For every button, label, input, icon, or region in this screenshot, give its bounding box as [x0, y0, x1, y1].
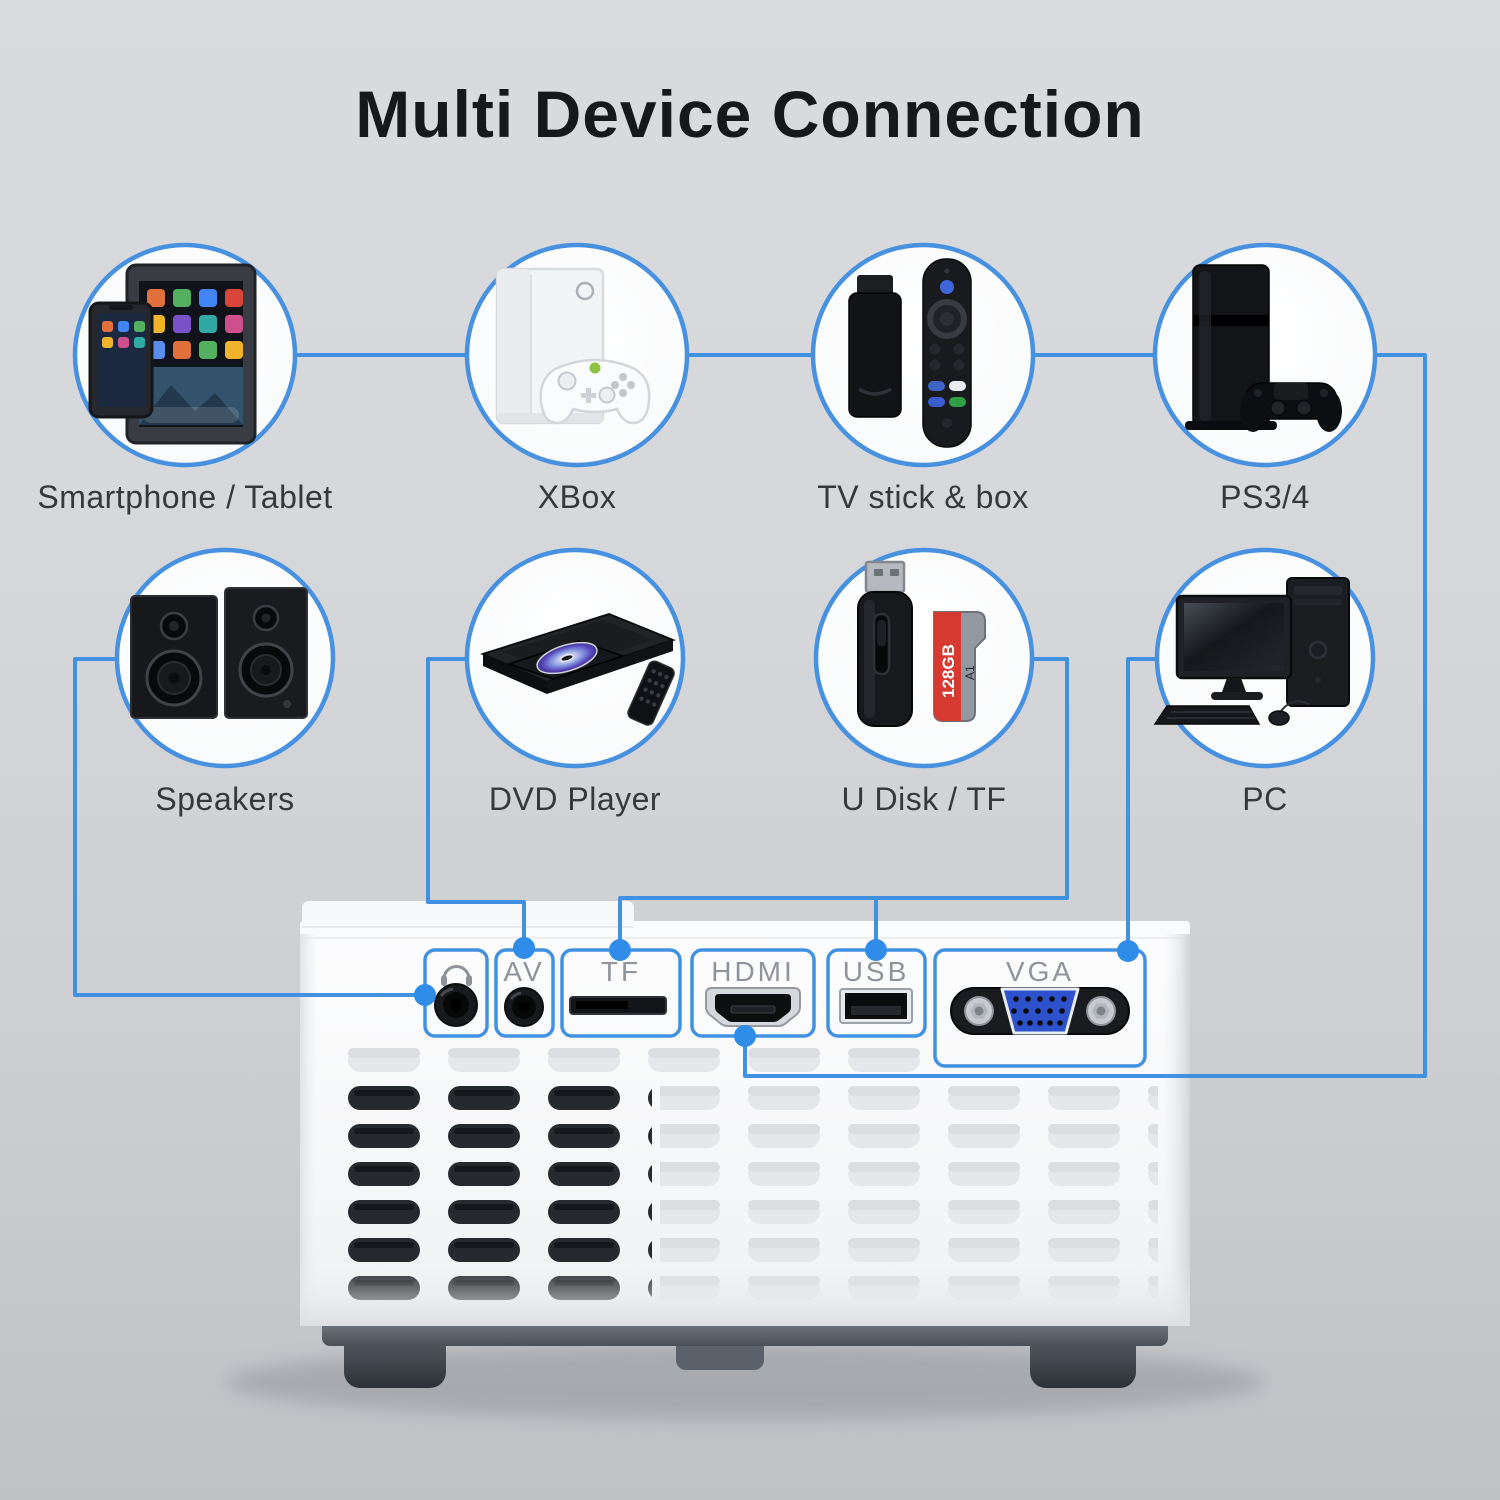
device-tv-stick: TV stick & box	[810, 242, 1036, 515]
device-pc: PC	[1153, 547, 1376, 817]
connector-dots	[414, 937, 1139, 1047]
sd-capacity-text: 128GB	[939, 644, 958, 698]
line-dvd-to-av	[426, 657, 526, 947]
projector-right-shade	[1162, 934, 1190, 1326]
line-speakers-to-headphone	[73, 657, 425, 997]
tv-remote	[922, 258, 972, 448]
label-tv-stick: TV stick & box	[817, 479, 1029, 515]
dvd-player-image	[480, 612, 676, 726]
headphone-icon	[441, 965, 472, 986]
projector-left-shade	[300, 934, 318, 1326]
label-udisk-tf: U Disk / TF	[842, 781, 1007, 817]
vga-screw-right	[1086, 996, 1116, 1026]
vga-port-label: VGA	[1006, 956, 1074, 987]
label-ps34: PS3/4	[1220, 479, 1310, 515]
phone-app-grid	[102, 321, 145, 348]
av-port-label: AV	[503, 956, 544, 987]
hdmi-socket	[705, 987, 801, 1027]
ps-controller	[1240, 382, 1342, 432]
xbox-image	[495, 267, 651, 425]
usb-socket	[839, 988, 913, 1024]
line-udisk-to-tf	[618, 657, 1069, 949]
label-dvd-player: DVD Player	[489, 781, 661, 817]
dot-headphone	[414, 984, 436, 1006]
projector-lens-housing-top	[302, 901, 634, 927]
label-smartphone-tablet: Smartphone / Tablet	[37, 479, 332, 515]
label-xbox: XBox	[538, 479, 616, 515]
port-tf: TF	[560, 948, 682, 1038]
ps34-image	[1185, 264, 1342, 432]
projector: AV TF HDMI	[225, 901, 1265, 1420]
dvd-disc	[536, 641, 598, 675]
micro-sd-card: 128GB A1	[933, 611, 986, 722]
tf-card-slot	[569, 996, 667, 1015]
page-title: Multi Device Connection	[355, 77, 1145, 151]
line-pc-to-vga	[1126, 657, 1157, 950]
connector-lines	[73, 353, 1427, 1078]
xbox-controller	[539, 358, 651, 425]
device-speakers: Speakers	[114, 547, 336, 817]
line-ps-to-hdmi	[743, 353, 1427, 1078]
tf-port-label: TF	[601, 956, 641, 987]
vga-socket	[950, 987, 1130, 1035]
projector-bottom-shade	[300, 1268, 1190, 1326]
pc-image	[1153, 577, 1350, 726]
label-pc: PC	[1242, 781, 1287, 817]
port-vga: VGA	[933, 948, 1147, 1068]
dot-tf	[609, 939, 631, 961]
dot-vga	[1117, 940, 1139, 962]
hdmi-port-label: HDMI	[711, 956, 795, 987]
device-smartphone-tablet: Smartphone / Tablet	[37, 242, 332, 515]
label-speakers: Speakers	[155, 781, 294, 817]
port-headphone	[423, 948, 489, 1038]
device-udisk-tf: 128GB A1 U Disk / TF	[813, 547, 1035, 817]
device-ps34: PS3/4	[1152, 242, 1378, 515]
dvd-remote	[627, 660, 675, 726]
device-circle	[813, 547, 1035, 769]
udisk-tf-image: 128GB A1	[857, 560, 986, 727]
device-xbox: XBox	[464, 242, 690, 515]
device-dvd-player: DVD Player	[464, 547, 686, 817]
sd-grade-text: A1	[963, 665, 977, 680]
smartphone-tablet-image	[88, 263, 257, 445]
vga-screw-left	[964, 996, 994, 1026]
vga-pin-holes	[1011, 996, 1067, 1026]
vent-row-light-top	[340, 1042, 928, 1080]
usb-port-label: USB	[843, 956, 910, 987]
port-usb: USB	[826, 948, 927, 1038]
projector-shadow	[225, 1344, 1265, 1420]
av-jack	[504, 987, 544, 1027]
dot-av	[513, 937, 535, 959]
port-av: AV	[494, 948, 555, 1038]
tv-stick-image	[848, 258, 972, 448]
headphone-jack	[434, 983, 478, 1027]
dot-usb	[865, 939, 887, 961]
dot-hdmi	[734, 1025, 756, 1047]
speakers-image	[130, 587, 308, 719]
